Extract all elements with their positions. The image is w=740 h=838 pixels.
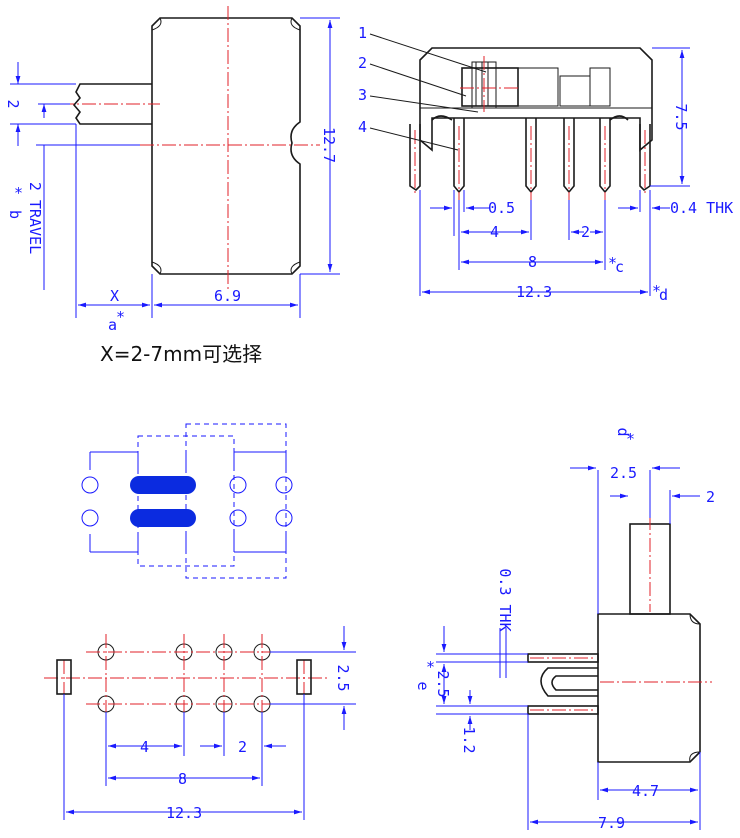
dim-12-3-label: 12.3	[516, 283, 552, 301]
svg-text:*: *	[116, 308, 125, 326]
dim-2-5-side-label: 2.5	[434, 670, 452, 697]
marker-a: a	[108, 316, 117, 334]
pad-hole	[275, 476, 293, 494]
dim-8-label: 8	[178, 770, 187, 788]
marker-b: b	[6, 210, 24, 219]
svg-text:*: *	[626, 430, 635, 448]
marker-d: d	[614, 427, 632, 436]
side-pin	[527, 653, 599, 663]
dim-2-label: 2	[706, 488, 715, 506]
pad-hole	[229, 509, 247, 527]
top-left-view: 2 2 TRAVEL b * 12.7 X 6.9 a * X=2-7mm可选择	[4, 6, 340, 366]
svg-text:*: *	[426, 658, 435, 676]
pcb-layout-view	[81, 423, 293, 579]
pad-hole	[229, 476, 247, 494]
side-pin	[527, 705, 599, 715]
dim-7-5-label: 7.5	[672, 103, 690, 130]
travel-label: 2 TRAVEL	[26, 182, 44, 254]
actuator-handle	[72, 83, 152, 125]
pin-group	[409, 115, 651, 194]
bottom-left-view: 2.5 4 2 8 12.3	[44, 626, 356, 822]
svg-text:*: *	[652, 282, 661, 300]
dim-1-2-label: 1.2	[460, 726, 478, 753]
dim-4-label: 4	[140, 738, 149, 756]
dim-2-label: 2	[238, 738, 247, 756]
dim-4-label: 4	[490, 223, 499, 241]
marker-e: e	[414, 681, 432, 690]
dim-4-7-label: 4.7	[632, 782, 659, 800]
callout-1: 1	[358, 24, 367, 42]
svg-text:*: *	[608, 254, 617, 272]
pad-hole	[81, 509, 99, 527]
dim-12-3-label: 12.3	[166, 804, 202, 822]
svg-text:*: *	[14, 184, 23, 202]
dim-0-3-thk-label: 0.3 THK	[496, 568, 514, 631]
slot-pad	[130, 509, 196, 527]
dim-x-label: X	[110, 287, 119, 305]
dim-7-9-label: 7.9	[598, 814, 625, 832]
callout-3: 3	[358, 86, 367, 104]
dim-0-4-thk-label: 0.4 THK	[670, 199, 733, 217]
slot-pad	[130, 476, 196, 494]
caption: X=2-7mm可选择	[100, 342, 262, 366]
dim-2-label: 2	[4, 99, 22, 108]
spring-contact	[540, 667, 598, 697]
callout-2: 2	[358, 54, 367, 72]
top-right-view: 1 2 3 4 7.5 0.5 0.4 THK 4 2	[358, 24, 733, 304]
dim-2-5-top-label: 2.5	[610, 464, 637, 482]
marker-d: d	[659, 286, 668, 304]
marker-c: c	[615, 258, 624, 276]
dim-12-7-label: 12.7	[320, 127, 338, 163]
side-body-outline	[597, 613, 701, 763]
pad-hole	[81, 476, 99, 494]
dim-2-label: 2	[581, 223, 590, 241]
dim-0-5-label: 0.5	[488, 199, 515, 217]
pad-hole	[275, 509, 293, 527]
bottom-right-view: 2.5 d * 2 0.3 THK e * 2.5 1.2 4.7 7.9	[414, 427, 715, 832]
dim-8-label: 8	[528, 253, 537, 271]
callout-4: 4	[358, 118, 367, 136]
dim-2-5-label: 2.5	[334, 664, 352, 691]
dim-6-9-label: 6.9	[214, 287, 241, 305]
switch-body-outline	[151, 17, 301, 275]
